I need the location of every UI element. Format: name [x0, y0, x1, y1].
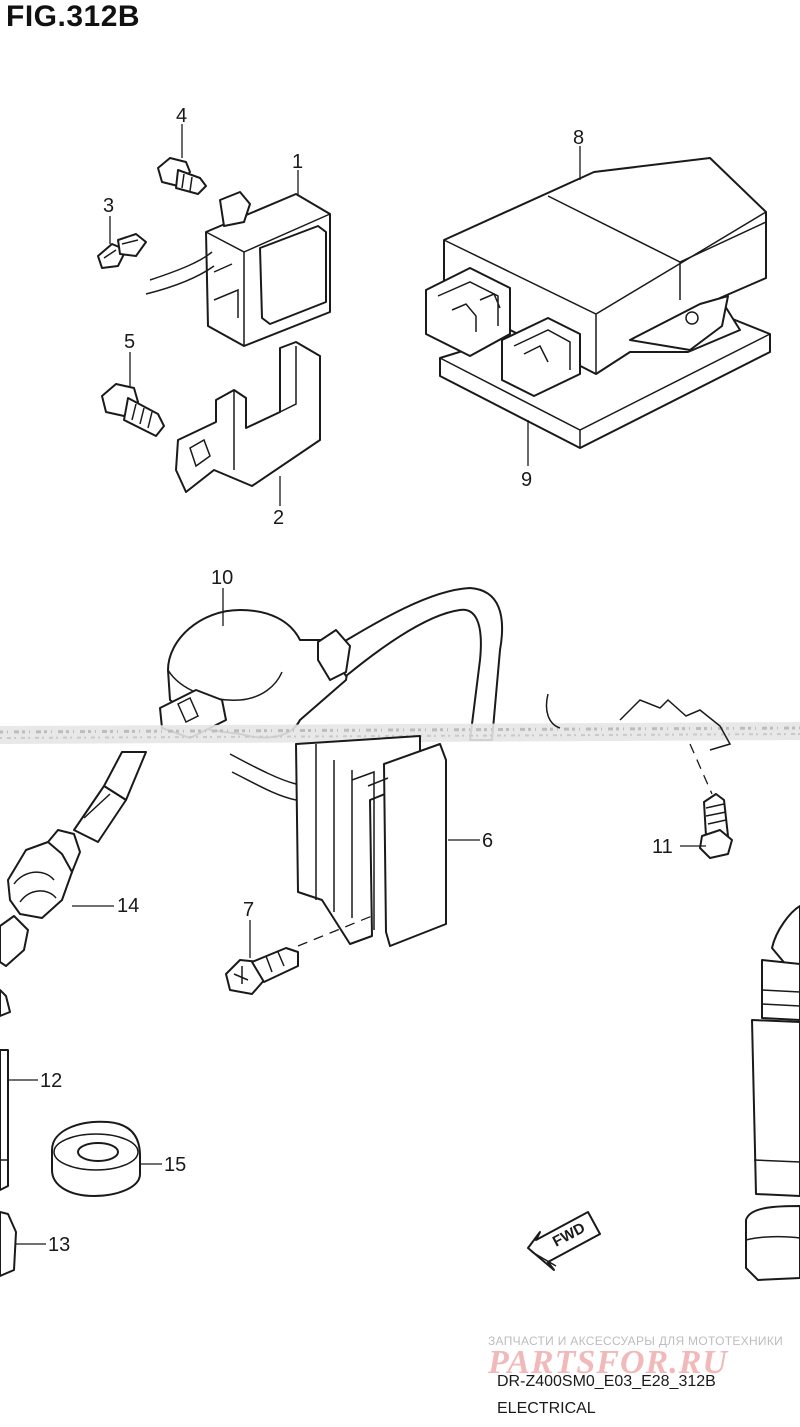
part-14-plug-cap[interactable] [0, 751, 147, 1017]
model-code: DR-Z400SM0_E03_E28_312B [497, 1373, 716, 1390]
watermark-caption: ЗАПЧАСТИ И АКСЕССУАРЫ ДЛЯ МОТОТЕХНИКИ [488, 1334, 784, 1348]
callout-7[interactable]: 7 [243, 899, 254, 921]
callout-8[interactable]: 8 [573, 127, 584, 149]
callout-11[interactable]: 11 [652, 836, 673, 858]
watermark-logo: PARTSFOR.RU [488, 1344, 728, 1381]
callout-12[interactable]: 12 [40, 1070, 62, 1092]
callout-4[interactable]: 4 [176, 105, 187, 127]
callout-2[interactable]: 2 [273, 507, 284, 529]
part-1-relay[interactable] [145, 191, 331, 347]
callout-5[interactable]: 5 [124, 331, 135, 353]
leader-11-dashed [689, 743, 713, 795]
callout-1[interactable]: 1 [292, 151, 303, 173]
callout-10[interactable]: 10 [211, 567, 233, 589]
part-11-bolt[interactable] [699, 793, 733, 859]
section-title: ELECTRICAL [497, 1400, 596, 1417]
fwd-arrow-icon: FWD [527, 1211, 601, 1271]
part-right-spark-lead[interactable] [745, 905, 800, 1281]
figure-title: FIG.312B [6, 0, 141, 33]
part-11-clip-top [545, 693, 732, 751]
part-10-ignition-coil[interactable] [159, 587, 504, 741]
part-3-clip[interactable] [97, 233, 147, 269]
scan-noise-band [0, 722, 800, 744]
part-6-regulator[interactable] [229, 735, 447, 947]
part-5-bolt[interactable] [101, 383, 165, 437]
callout-9[interactable]: 9 [521, 469, 532, 491]
part-2-bracket[interactable] [175, 341, 321, 493]
part-4-bolt[interactable] [157, 157, 207, 195]
part-7-bolt[interactable] [225, 947, 299, 995]
callout-13[interactable]: 13 [48, 1234, 70, 1256]
leader-7-dashed [297, 915, 373, 947]
callout-3[interactable]: 3 [103, 195, 114, 217]
part-13-grommet[interactable] [0, 1211, 17, 1277]
callout-14[interactable]: 14 [117, 895, 139, 917]
callout-6[interactable]: 6 [482, 830, 493, 852]
part-8-ecu[interactable] [425, 157, 767, 397]
callout-15[interactable]: 15 [164, 1154, 186, 1176]
part-12-cord[interactable] [0, 1049, 9, 1191]
part-15-grommet[interactable] [51, 1120, 141, 1197]
